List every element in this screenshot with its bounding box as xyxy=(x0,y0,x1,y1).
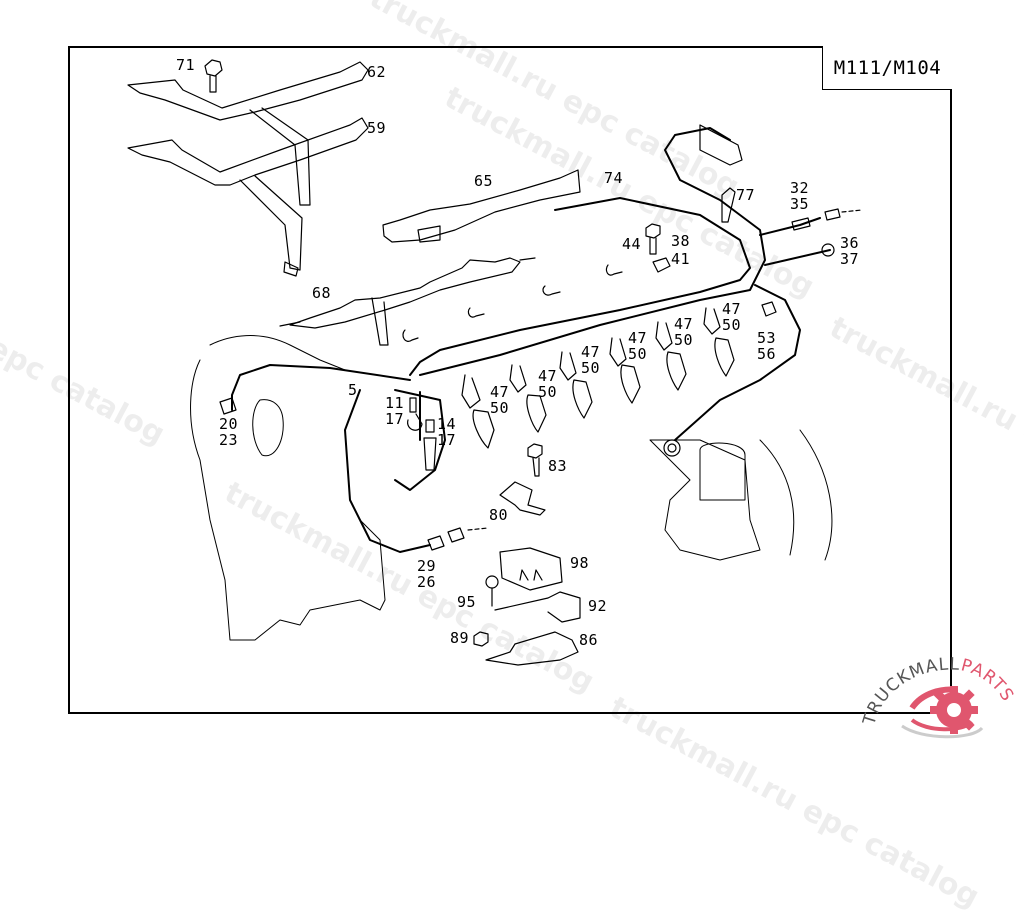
callout-86[interactable]: 86 xyxy=(579,631,599,649)
callout-38[interactable]: 38 xyxy=(671,232,691,250)
callout-62[interactable]: 62 xyxy=(367,63,387,81)
callout-68[interactable]: 68 xyxy=(312,284,332,302)
callout-92[interactable]: 92 xyxy=(588,597,608,615)
cable-duct-59[interactable] xyxy=(127,117,369,277)
connector-29-26[interactable] xyxy=(427,527,489,551)
wiring-harness-74[interactable] xyxy=(231,127,831,553)
callout-80[interactable]: 80 xyxy=(489,506,509,524)
fuel-rail-68[interactable] xyxy=(279,257,536,346)
connector-32-35[interactable] xyxy=(791,208,863,231)
injector-connectors[interactable] xyxy=(402,264,623,342)
callout-59[interactable]: 59 xyxy=(367,119,387,137)
callout-65[interactable]: 65 xyxy=(474,172,494,190)
engine-block xyxy=(190,335,833,641)
bolt-38[interactable] xyxy=(645,223,661,255)
callout-41[interactable]: 41 xyxy=(671,250,691,268)
callout-95[interactable]: 95 xyxy=(457,593,477,611)
temp-sensor-top[interactable] xyxy=(699,124,743,166)
diagram-frame xyxy=(68,46,952,714)
spark-plug-connectors[interactable] xyxy=(461,307,735,449)
callout-11-17[interactable]: 11 17 xyxy=(385,394,405,428)
callout-74[interactable]: 74 xyxy=(604,169,624,187)
mounting-plate-86[interactable] xyxy=(485,631,579,666)
callout-98[interactable]: 98 xyxy=(570,554,590,572)
callout-71[interactable]: 71 xyxy=(176,56,196,74)
callout-47-50-b[interactable]: 47 50 xyxy=(538,367,558,401)
cable-duct-62[interactable] xyxy=(127,61,369,206)
callout-47-50-a[interactable]: 47 50 xyxy=(490,383,510,417)
callout-47-50-d[interactable]: 47 50 xyxy=(628,329,648,363)
grommet-36-37[interactable] xyxy=(821,243,835,257)
gear-icon: TRUCKMALL PARTS xyxy=(859,654,1017,739)
plug-77[interactable] xyxy=(721,187,736,223)
callout-83[interactable]: 83 xyxy=(548,457,568,475)
callout-47-50-f[interactable]: 47 50 xyxy=(722,300,742,334)
sensor-11-17[interactable] xyxy=(407,397,423,431)
callout-44[interactable]: 44 xyxy=(622,235,642,253)
callout-32-35[interactable]: 32 35 xyxy=(790,179,810,213)
callout-29-26[interactable]: 29 26 xyxy=(417,557,437,591)
bracket-92[interactable] xyxy=(494,591,581,623)
rail-cover-65[interactable] xyxy=(382,169,581,243)
sensor-14-17[interactable] xyxy=(423,419,437,471)
relay-98[interactable] xyxy=(499,547,563,591)
callout-14-17[interactable]: 14 17 xyxy=(437,415,457,449)
bolt-83[interactable] xyxy=(527,443,543,477)
callout-53-56[interactable]: 53 56 xyxy=(757,329,777,363)
callout-36-37[interactable]: 36 37 xyxy=(840,234,860,268)
callout-5[interactable]: 5 xyxy=(348,381,358,399)
callout-89[interactable]: 89 xyxy=(450,629,470,647)
truckmall-parts-logo: TRUCKMALL PARTS xyxy=(859,648,1024,750)
callout-77[interactable]: 77 xyxy=(736,186,756,204)
coil-sensor[interactable] xyxy=(663,439,681,457)
screw-95[interactable] xyxy=(485,575,499,607)
sensor-53-56[interactable] xyxy=(761,301,777,317)
model-label: M111/M104 xyxy=(822,46,952,90)
bolt-71[interactable] xyxy=(204,59,223,93)
bracket-80[interactable] xyxy=(499,481,546,516)
callout-47-50-c[interactable]: 47 50 xyxy=(581,343,601,377)
nut-89[interactable] xyxy=(473,631,489,647)
ground-terminal-41[interactable] xyxy=(652,257,671,273)
callout-20-23[interactable]: 20 23 xyxy=(219,415,239,449)
connector-20-23[interactable] xyxy=(219,397,237,415)
wiring-harness-drawing xyxy=(127,59,863,666)
callout-47-50-e[interactable]: 47 50 xyxy=(674,315,694,349)
